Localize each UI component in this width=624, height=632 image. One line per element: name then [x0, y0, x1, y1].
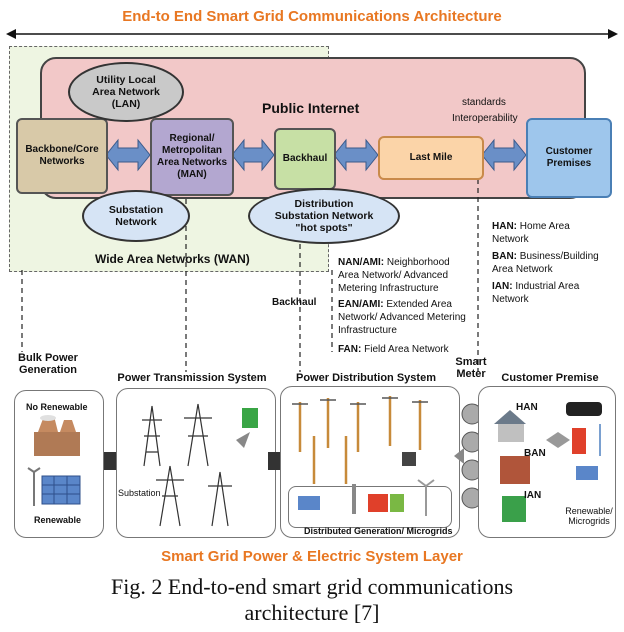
backbone-core-box: Backbone/Core Networks: [16, 118, 108, 194]
substation-network-ellipse: Substation Network: [82, 190, 190, 242]
public-internet-label: Public Internet: [262, 100, 360, 116]
man-box: Regional/ Metropolitan Area Networks (MA…: [150, 118, 234, 196]
standards-label: standards: [462, 97, 506, 108]
lan-ellipse: Utility Local Area Network (LAN): [68, 62, 184, 122]
distribution-hotspots-line2: Substation Network: [274, 210, 374, 222]
backhaul-label: Backhaul: [282, 153, 328, 164]
legend-ban: BAN: Business/Building Area Network: [492, 251, 599, 275]
ian-label: IAN: [524, 490, 542, 501]
renewable-microgrids-label: Renewable/ Microgrids: [565, 506, 613, 526]
customer-premises-box: Customer Premises: [526, 118, 612, 198]
backbone-label: Backbone/Core Networks: [25, 144, 99, 167]
ban-label: BAN: [524, 448, 546, 459]
legend-fan: FAN: Field Area Network: [338, 344, 449, 355]
microgrid-icons: [298, 479, 435, 516]
distribution-poles-icon: [292, 396, 428, 484]
substation-label: Substation: [118, 488, 161, 498]
legend-han: HAN: Home Area Network: [492, 221, 570, 245]
distribution-hotspots-line1: Distribution: [294, 198, 354, 210]
last-mile-label: Last Mile: [409, 152, 453, 163]
renewable-label: Renewable: [34, 515, 82, 525]
caption-line2: architecture [7]: [244, 600, 380, 625]
lan-label: Utility Local Area Network (LAN): [92, 74, 160, 110]
power-layer-title: Smart Grid Power & Electric System Layer: [161, 548, 463, 565]
power-plant-icon: [34, 415, 80, 456]
man-label: Regional/ Metropolitan Area Networks (MA…: [156, 133, 228, 180]
backhaul-box: Backhaul: [274, 128, 336, 190]
bulk-power-title: Bulk Power Generation: [18, 352, 78, 376]
distribution-title: Power Distribution System: [296, 372, 436, 384]
legend-ian: IAN: Industrial Area Network: [492, 281, 580, 305]
figure-caption: Fig. 2 End-to-end smart grid communicati…: [0, 574, 624, 626]
legend-nan: NAN/AMI: Neighborhood Area Network/ Adva…: [338, 257, 450, 294]
caption-line1: Fig. 2 End-to-end smart grid communicati…: [110, 574, 514, 599]
distribution-hotspots-line3: "hot spots": [295, 222, 353, 234]
distributed-gen-label: Distributed Generation/ Microgrids: [304, 526, 453, 536]
backhaul-side-label: Backhaul: [272, 297, 317, 308]
distribution-hotspots-ellipse: Distribution Substation Network "hot spo…: [248, 188, 400, 244]
smart-meter-label: Smart Meter: [455, 356, 487, 380]
legend-ean: EAN/AMI: Extended Area Network/ Advanced…: [338, 299, 466, 336]
transmission-title: Power Transmission System: [117, 372, 267, 384]
last-mile-box: Last Mile: [378, 136, 484, 180]
bulk-power-panel: [14, 390, 104, 538]
solar-wind-icon: [27, 467, 81, 506]
customer-premise-title: Customer Premise: [501, 372, 599, 384]
no-renewable-label: No Renewable: [26, 402, 88, 412]
diagram-title: End-to End Smart Grid Communications Arc…: [122, 8, 502, 25]
interoperability-label: Interoperability: [452, 113, 518, 124]
transmission-towers-icon: [142, 403, 258, 527]
wan-label: Wide Area Networks (WAN): [95, 252, 250, 266]
customer-premises-label: Customer Premises: [545, 146, 593, 169]
customer-premise-icons: [494, 402, 602, 522]
span-arrow: [6, 29, 618, 39]
han-label: HAN: [516, 402, 538, 413]
substation-network-label: Substation Network: [108, 204, 164, 228]
